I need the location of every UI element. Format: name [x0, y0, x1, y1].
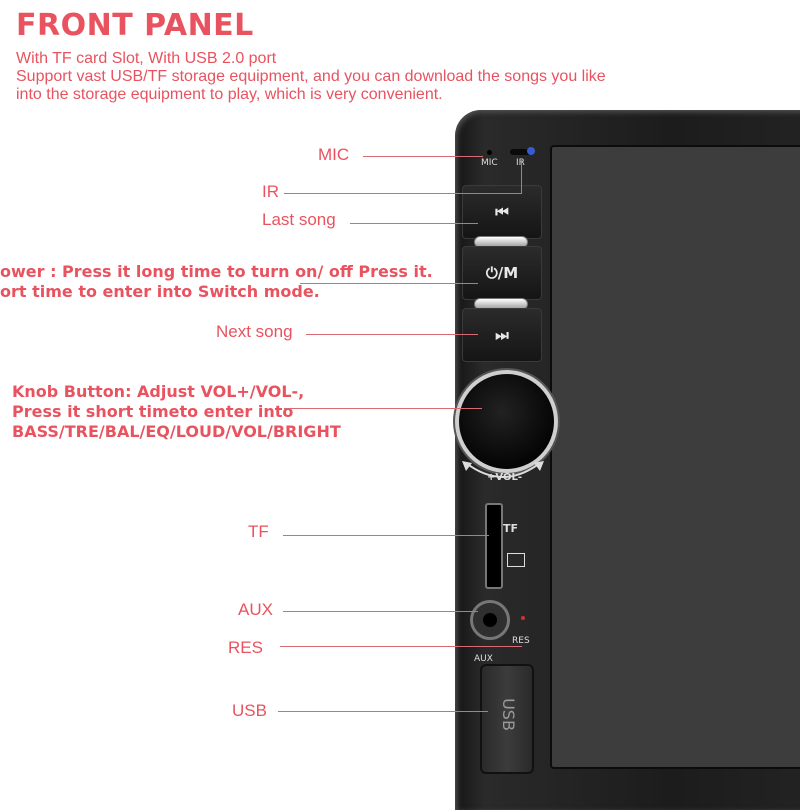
- volume-arc-icon: [462, 461, 544, 478]
- ir-window: [510, 149, 532, 155]
- next-song-button[interactable]: ⏭: [462, 308, 542, 362]
- res-leader-line: [280, 646, 522, 647]
- aux-marking: AUX: [474, 654, 493, 664]
- ir-leader-riser: [521, 160, 522, 193]
- next-track-icon: ⏭: [495, 326, 509, 344]
- knob-label-line-3: BASS/TRE/BAL/EQ/LOUD/VOL/BRIGHT: [12, 422, 341, 441]
- tf-card-slot[interactable]: [485, 503, 503, 589]
- ir-marking: IR: [516, 158, 525, 168]
- next-song-label: Next song: [216, 322, 293, 341]
- knob-label-line-2: Press it short timeto enter into: [12, 402, 294, 421]
- volume-knob[interactable]: [455, 370, 558, 473]
- description-line-2: Support vast USB/TF storage equipment, a…: [16, 68, 606, 85]
- tf-leader-line: [283, 535, 489, 536]
- mic-hole: [487, 150, 492, 155]
- tf-marking: TF: [503, 522, 519, 535]
- power-leader-line: [300, 283, 478, 284]
- previous-track-icon: ⏮: [495, 203, 509, 221]
- mic-marking: MIC: [481, 158, 498, 168]
- power-icon: ⏻/M: [485, 264, 519, 282]
- last-song-label: Last song: [262, 210, 336, 229]
- usb-marking: USB: [498, 698, 518, 731]
- reset-hole[interactable]: [521, 616, 525, 620]
- res-label: RES: [228, 638, 263, 657]
- mic-label: MIC: [318, 145, 350, 164]
- ir-label: IR: [262, 182, 279, 201]
- ir-leader-line: [284, 193, 522, 194]
- next-song-leader-line: [306, 334, 478, 335]
- knob-label-line-1: Knob Button: Adjust VOL+/VOL-,: [12, 382, 305, 401]
- aux-label: AUX: [238, 600, 273, 619]
- ir-led-icon: [527, 147, 535, 155]
- usb-port[interactable]: [480, 664, 534, 774]
- description-line-1: With TF card Slot, With USB 2.0 port: [16, 50, 277, 67]
- power-label-line-1: ower : Press it long time to turn on/ of…: [0, 262, 433, 281]
- aux-jack[interactable]: [470, 600, 510, 640]
- res-marking: RES: [512, 636, 530, 646]
- description-line-3: into the storage equipment to play, whic…: [16, 86, 443, 103]
- aux-leader-line: [283, 611, 478, 612]
- power-label-line-2: ort time to enter into Switch mode.: [0, 282, 320, 301]
- mic-leader-line: [363, 156, 483, 157]
- power-mode-button[interactable]: ⏻/M: [462, 246, 542, 300]
- last-song-leader-line: [350, 223, 478, 224]
- last-song-button[interactable]: ⏮: [462, 185, 542, 239]
- display-screen: [550, 145, 800, 769]
- usb-label: USB: [232, 701, 267, 720]
- sd-card-icon: [507, 553, 525, 567]
- usb-leader-line: [278, 711, 488, 712]
- page-title: FRONT PANEL: [16, 8, 254, 43]
- knob-leader-line: [284, 408, 482, 409]
- tf-label: TF: [248, 522, 269, 541]
